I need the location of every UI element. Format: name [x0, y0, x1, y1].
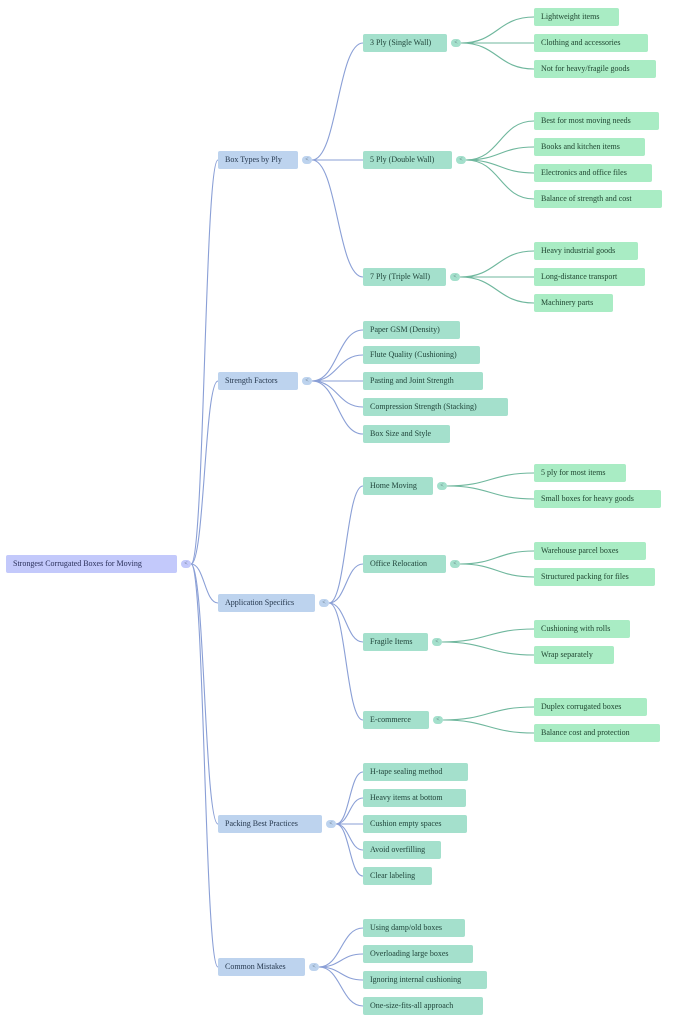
edge-leaf-balance-of-strength-and-cost [465, 159, 535, 200]
edge-branch-common-mistakes [190, 563, 219, 968]
leaf-clothing-and-accessories[interactable]: Clothing and accessories [534, 34, 648, 52]
node-office-relocation-collapse-toggle[interactable]: < [450, 560, 460, 568]
leaf-wrap-separately[interactable]: Wrap separately [534, 646, 614, 664]
node-office-relocation[interactable]: Office Relocation [363, 555, 446, 573]
edge-leaf-structured-packing-for-files [459, 563, 535, 578]
node-flute-quality-cushioning[interactable]: Flute Quality (Cushioning) [363, 346, 480, 364]
edge-branch-strength-factors [190, 380, 219, 565]
node-clear-labeling[interactable]: Clear labeling [363, 867, 432, 885]
edge-node-compression-strength-stacking [311, 380, 364, 408]
leaf-long-distance-transport[interactable]: Long-distance transport [534, 268, 645, 286]
edge-branch-box-types-by-ply [190, 159, 219, 565]
edge-leaf-wrap-separately [441, 641, 535, 656]
edge-leaf-cushioning-with-rolls [441, 628, 535, 643]
edge-node-one-size-fits-all-approach [318, 966, 364, 1007]
edge-branch-packing-best-practices [190, 563, 219, 825]
node-compression-strength-stacking[interactable]: Compression Strength (Stacking) [363, 398, 508, 416]
branch-application-specifics-collapse-toggle[interactable]: < [319, 599, 329, 607]
edge-node-overloading-large-boxes [318, 953, 364, 968]
leaf-books-and-kitchen-items[interactable]: Books and kitchen items [534, 138, 645, 156]
leaf-small-boxes-for-heavy-goods[interactable]: Small boxes for heavy goods [534, 490, 661, 508]
edge-node-box-size-and-style [311, 380, 364, 435]
node-fragile-items[interactable]: Fragile Items [363, 633, 428, 651]
branch-common-mistakes[interactable]: Common Mistakes [218, 958, 305, 976]
leaf-warehouse-parcel-boxes[interactable]: Warehouse parcel boxes [534, 542, 646, 560]
node-home-moving-collapse-toggle[interactable]: < [437, 482, 447, 490]
node-e-commerce[interactable]: E-commerce [363, 711, 429, 729]
leaf-structured-packing-for-files[interactable]: Structured packing for files [534, 568, 655, 586]
edge-node-h-tape-sealing-method [335, 771, 364, 825]
leaf-not-for-heavy-fragile-goods[interactable]: Not for heavy/fragile goods [534, 60, 656, 78]
edge-node-3-ply-single-wall [311, 42, 364, 161]
leaf-balance-cost-and-protection[interactable]: Balance cost and protection [534, 724, 660, 742]
edge-node-heavy-items-at-bottom [335, 797, 364, 825]
edge-node-clear-labeling [335, 823, 364, 877]
edge-leaf-warehouse-parcel-boxes [459, 550, 535, 565]
edge-node-e-commerce [328, 602, 364, 721]
leaf-balance-of-strength-and-cost[interactable]: Balance of strength and cost [534, 190, 662, 208]
edge-node-avoid-overfilling [335, 823, 364, 851]
branch-application-specifics[interactable]: Application Specifics [218, 594, 315, 612]
leaf-lightweight-items[interactable]: Lightweight items [534, 8, 619, 26]
node-paper-gsm-density[interactable]: Paper GSM (Density) [363, 321, 460, 339]
node-using-damp-old-boxes[interactable]: Using damp/old boxes [363, 919, 465, 937]
node-box-size-and-style[interactable]: Box Size and Style [363, 425, 450, 443]
edge-leaf-small-boxes-for-heavy-goods [446, 485, 535, 500]
node-pasting-and-joint-strength[interactable]: Pasting and Joint Strength [363, 372, 483, 390]
edge-leaf-duplex-corrugated-boxes [442, 706, 535, 721]
node-home-moving[interactable]: Home Moving [363, 477, 433, 495]
node-overloading-large-boxes[interactable]: Overloading large boxes [363, 945, 473, 963]
node-fragile-items-collapse-toggle[interactable]: < [432, 638, 442, 646]
edge-node-paper-gsm-density [311, 329, 364, 382]
branch-box-types-by-ply[interactable]: Box Types by Ply [218, 151, 298, 169]
edge-node-using-damp-old-boxes [318, 927, 364, 968]
edge-node-7-ply-triple-wall [311, 159, 364, 278]
branch-strength-factors[interactable]: Strength Factors [218, 372, 298, 390]
node-3-ply-single-wall-collapse-toggle[interactable]: < [451, 39, 461, 47]
edge-node-fragile-items [328, 602, 364, 643]
node-e-commerce-collapse-toggle[interactable]: < [433, 716, 443, 724]
leaf-electronics-and-office-files[interactable]: Electronics and office files [534, 164, 652, 182]
branch-packing-best-practices[interactable]: Packing Best Practices [218, 815, 322, 833]
node-one-size-fits-all-approach[interactable]: One-size-fits-all approach [363, 997, 483, 1015]
edge-branch-application-specifics [190, 563, 219, 604]
edge-node-home-moving [328, 485, 364, 604]
node-avoid-overfilling[interactable]: Avoid overfilling [363, 841, 441, 859]
edge-leaf-best-for-most-moving-needs [465, 120, 535, 161]
edge-leaf-balance-cost-and-protection [442, 719, 535, 734]
branch-strength-factors-collapse-toggle[interactable]: < [302, 377, 312, 385]
node-3-ply-single-wall[interactable]: 3 Ply (Single Wall) [363, 34, 447, 52]
leaf-duplex-corrugated-boxes[interactable]: Duplex corrugated boxes [534, 698, 647, 716]
node-5-ply-double-wall[interactable]: 5 Ply (Double Wall) [363, 151, 452, 169]
edge-leaf-books-and-kitchen-items [465, 146, 535, 161]
edge-leaf-lightweight-items [460, 16, 535, 44]
leaf-5-ply-for-most-items[interactable]: 5 ply for most items [534, 464, 626, 482]
branch-box-types-by-ply-collapse-toggle[interactable]: < [302, 156, 312, 164]
node-7-ply-triple-wall[interactable]: 7 Ply (Triple Wall) [363, 268, 446, 286]
leaf-best-for-most-moving-needs[interactable]: Best for most moving needs [534, 112, 659, 130]
root-node[interactable]: Strongest Corrugated Boxes for Moving [6, 555, 177, 573]
node-cushion-empty-spaces[interactable]: Cushion empty spaces [363, 815, 467, 833]
branch-common-mistakes-collapse-toggle[interactable]: < [309, 963, 319, 971]
edge-leaf-not-for-heavy-fragile-goods [460, 42, 535, 70]
edge-leaf-heavy-industrial-goods [459, 250, 535, 278]
edge-leaf-5-ply-for-most-items [446, 472, 535, 487]
root-collapse-toggle[interactable]: < [181, 560, 191, 568]
leaf-cushioning-with-rolls[interactable]: Cushioning with rolls [534, 620, 630, 638]
edge-node-office-relocation [328, 563, 364, 604]
leaf-heavy-industrial-goods[interactable]: Heavy industrial goods [534, 242, 638, 260]
mindmap-edges [190, 16, 535, 1007]
leaf-machinery-parts[interactable]: Machinery parts [534, 294, 613, 312]
node-heavy-items-at-bottom[interactable]: Heavy items at bottom [363, 789, 466, 807]
node-ignoring-internal-cushioning[interactable]: Ignoring internal cushioning [363, 971, 487, 989]
node-h-tape-sealing-method[interactable]: H-tape sealing method [363, 763, 468, 781]
node-7-ply-triple-wall-collapse-toggle[interactable]: < [450, 273, 460, 281]
edge-leaf-electronics-and-office-files [465, 159, 535, 174]
edge-node-flute-quality-cushioning [311, 354, 364, 382]
node-5-ply-double-wall-collapse-toggle[interactable]: < [456, 156, 466, 164]
branch-packing-best-practices-collapse-toggle[interactable]: < [326, 820, 336, 828]
edge-leaf-machinery-parts [459, 276, 535, 304]
